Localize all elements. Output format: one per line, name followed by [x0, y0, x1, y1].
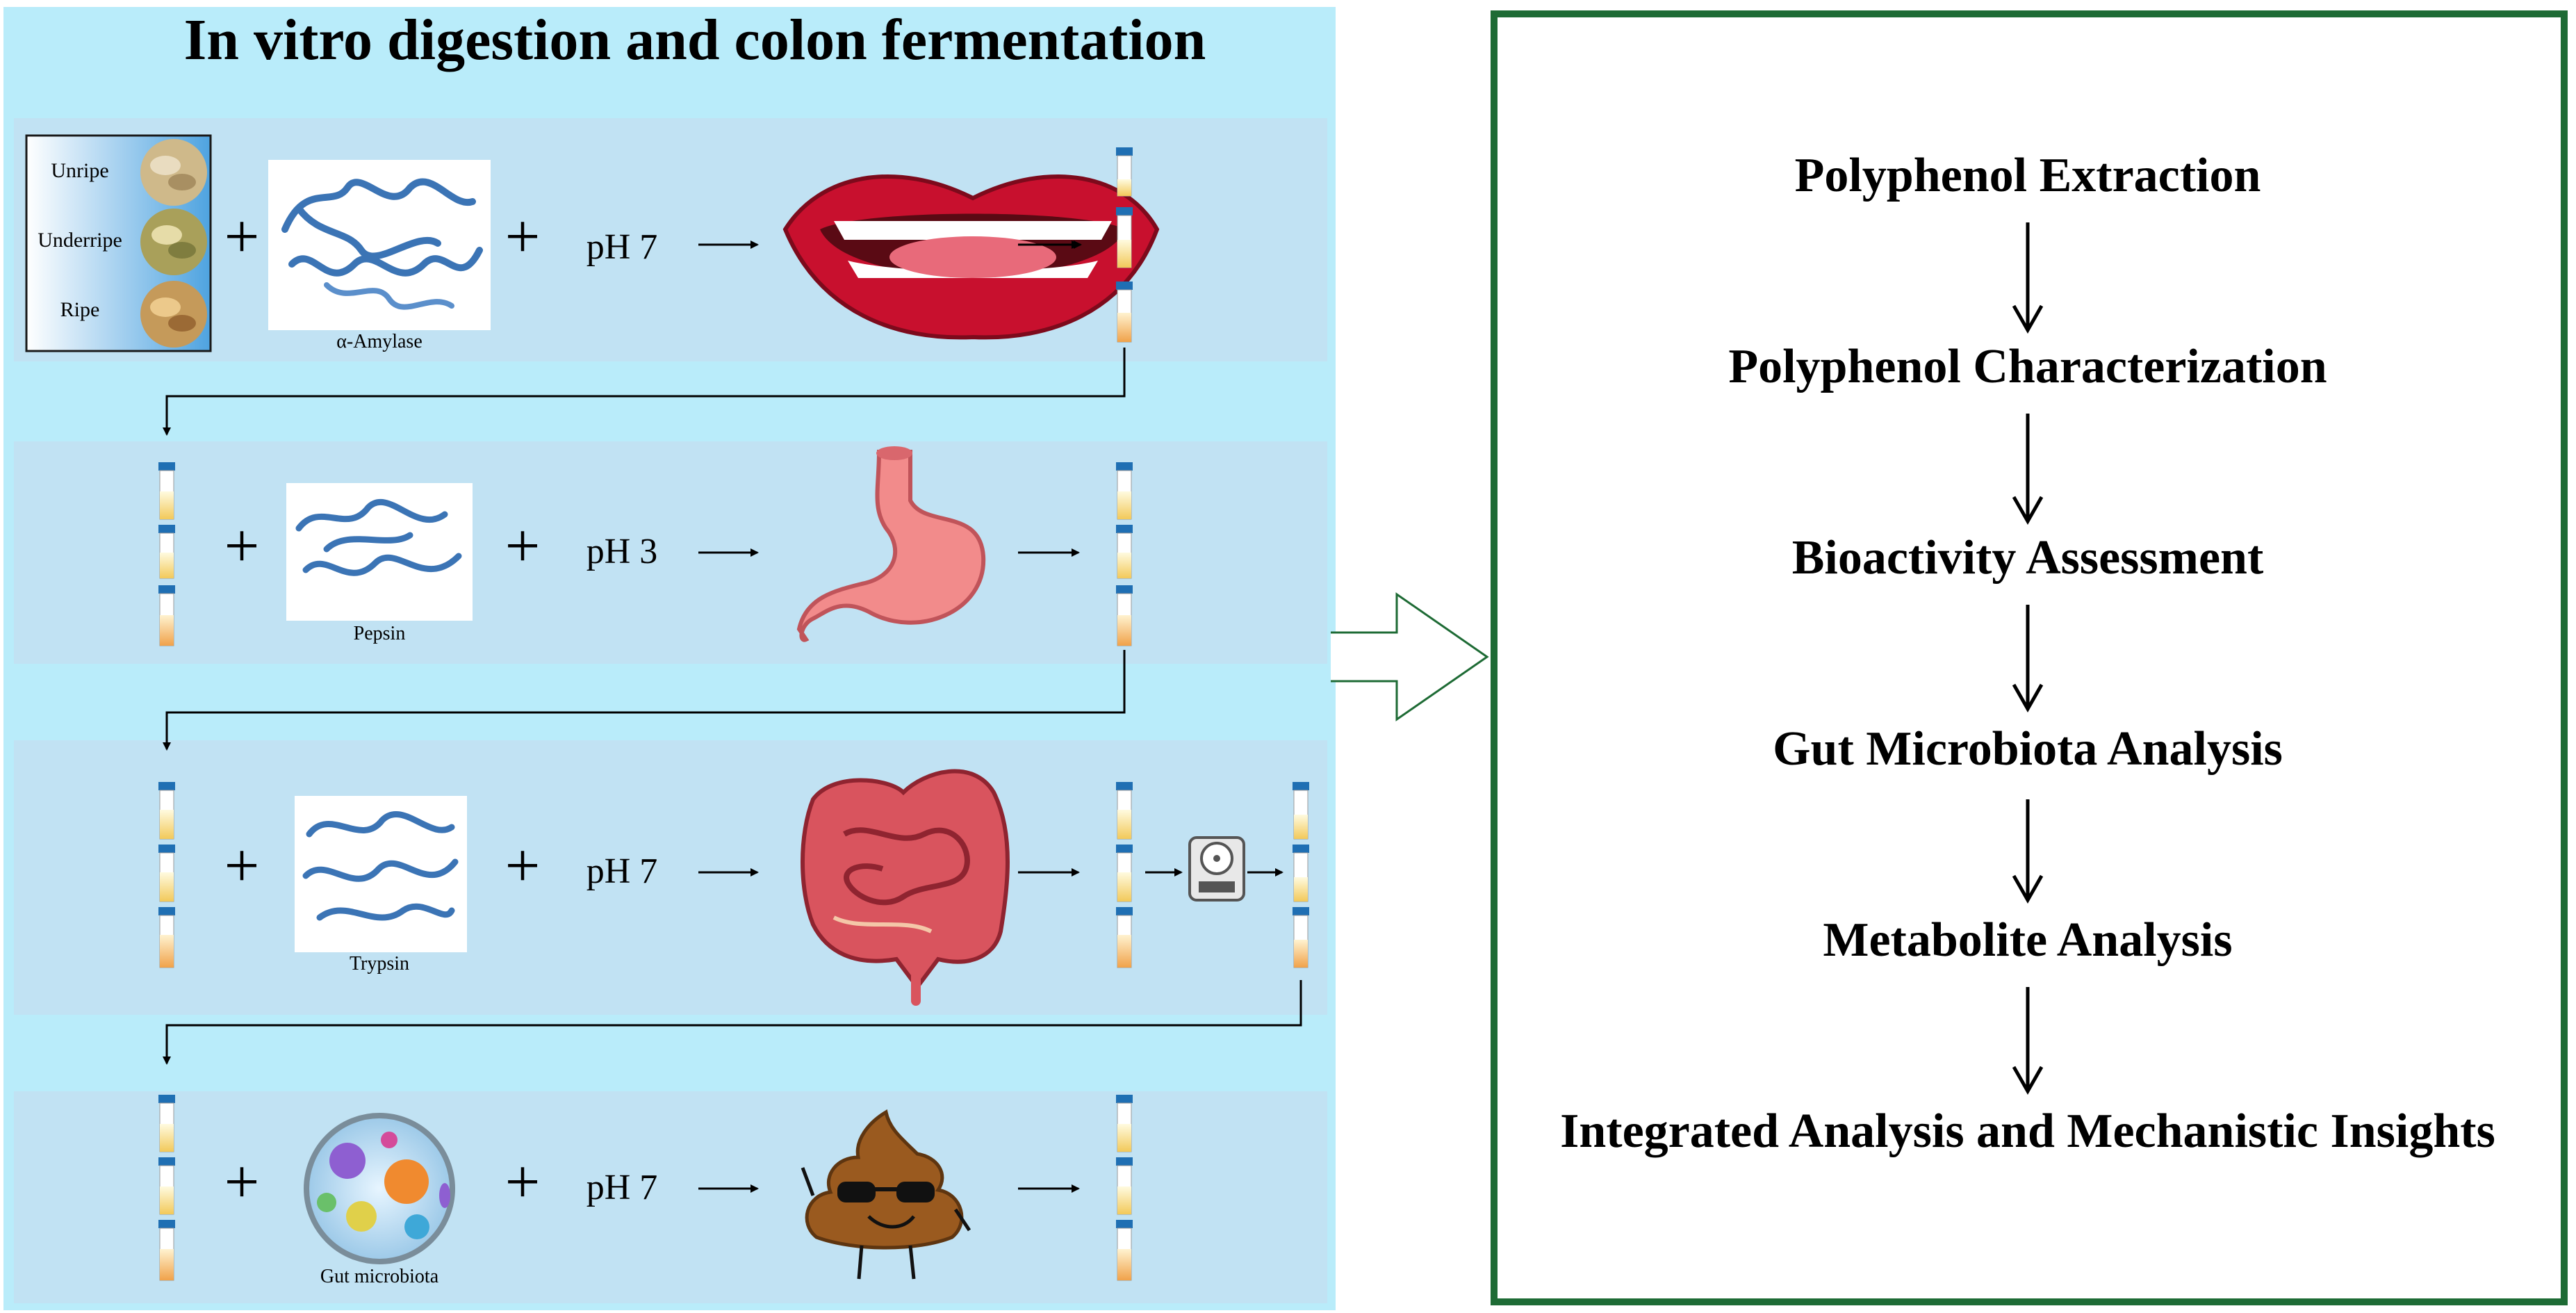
test-tubes-icon: [1116, 462, 1133, 646]
row-3-intestinal: + Trypsin + pH 7: [158, 769, 1309, 1006]
row-1-oral: Unripe Underripe Ripe + α-Amylase + pH 7: [25, 134, 1160, 352]
ph-label: pH 3: [586, 532, 658, 571]
enzyme-image-amylase: [268, 160, 491, 330]
row-4-colonic: + Gut microbiota + pH 7: [158, 1095, 1133, 1287]
step-label: Metabolite Analysis: [1823, 913, 2232, 967]
step-label: Gut Microbiota Analysis: [1773, 722, 2283, 776]
sample-box: Unripe Underripe Ripe: [25, 134, 212, 352]
connector-arrow: [163, 348, 1126, 436]
workflow-steps: Polyphenol Extraction Polyphenol Charact…: [1560, 149, 2495, 1158]
test-tubes-icon: [158, 1095, 175, 1281]
enzyme-label-trypsin: Trypsin: [350, 953, 409, 974]
enzyme-label-pepsin: Pepsin: [354, 623, 406, 644]
plus-sign: +: [224, 512, 260, 580]
sample-label-unripe: Unripe: [51, 159, 108, 182]
enzyme-image-pepsin: [286, 483, 473, 621]
step-arrowhead: [2012, 874, 2044, 904]
ph-label: pH 7: [586, 851, 658, 891]
plus-sign: +: [505, 202, 541, 271]
centrifuge-icon: [1188, 836, 1245, 902]
plus-sign: +: [224, 202, 260, 271]
fruit-slices-icon: [140, 139, 207, 348]
panel-link-arrow: [1331, 592, 1489, 721]
intestine-icon: [801, 769, 1010, 1006]
plus-sign: +: [224, 1148, 260, 1216]
stomach-icon: [796, 446, 986, 642]
step-arrowhead: [2012, 496, 2044, 525]
mouth-icon: [782, 174, 1160, 340]
enzyme-label-amylase: α-Amylase: [336, 331, 423, 352]
ph-label: pH 7: [586, 1168, 658, 1207]
test-tubes-icon: [1116, 782, 1133, 968]
plus-sign: +: [505, 1148, 541, 1216]
test-tubes-icon: [158, 462, 175, 646]
step-arrowhead: [2012, 304, 2044, 334]
step-label: Polyphenol Extraction: [1795, 149, 2261, 202]
left-panel-title: In vitro digestion and colon fermentatio…: [184, 8, 1206, 72]
enzyme-image-trypsin: [295, 796, 467, 952]
test-tubes-icon: [1116, 1095, 1133, 1281]
step-label: Polyphenol Characterization: [1728, 340, 2327, 393]
row-2-gastric: + Pepsin + pH 3: [158, 446, 1133, 646]
step-arrowhead: [2012, 683, 2044, 713]
step-label: Integrated Analysis and Mechanistic Insi…: [1560, 1104, 2495, 1158]
step-label: Bioactivity Assessment: [1792, 531, 2264, 585]
sample-label-underripe: Underripe: [38, 229, 122, 252]
plus-sign: +: [505, 512, 541, 580]
plus-sign: +: [224, 831, 260, 900]
step-arrowhead: [2012, 1066, 2044, 1095]
gut-microbiota-dish-icon: [304, 1113, 455, 1264]
sample-label-ripe: Ripe: [60, 298, 100, 321]
connector-arrow: [163, 650, 1126, 751]
enzyme-label-gut-microbiota: Gut microbiota: [320, 1266, 439, 1287]
poop-icon: [801, 1109, 971, 1280]
test-tubes-icon: [1293, 782, 1309, 968]
test-tubes-icon: [158, 782, 175, 968]
plus-sign: +: [505, 831, 541, 900]
connector-arrow: [163, 980, 1302, 1065]
test-tubes-icon: [1116, 147, 1133, 343]
ph-label: pH 7: [586, 227, 658, 267]
